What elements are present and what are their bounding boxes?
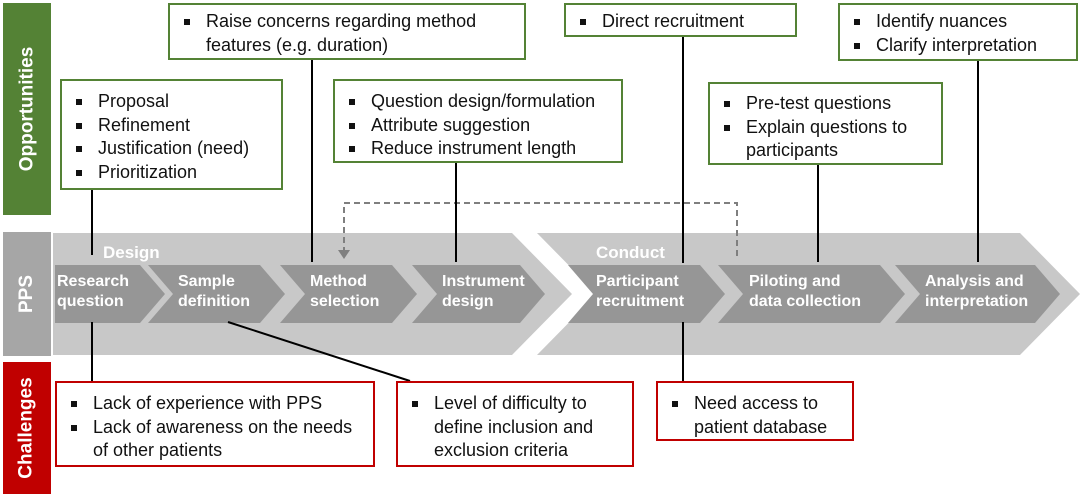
- bullet-item: Proposal: [70, 90, 273, 114]
- opportunities-label-bar: Opportunities: [3, 3, 51, 215]
- bullet-item: Prioritization: [70, 161, 273, 185]
- step-chevron-sample: [148, 265, 285, 323]
- opportunity-box-method: Raise concerns regarding method features…: [168, 3, 526, 60]
- opportunity-box-piloting: Pre-test questions Explain questions to …: [708, 82, 943, 165]
- step-chevron-method: [280, 265, 417, 323]
- bullet-item: Reduce instrument length: [343, 137, 613, 161]
- bullet-item: Question design/formulation: [343, 90, 613, 114]
- bullet-item: Lack of experience with PPS: [65, 392, 365, 416]
- bullet-item: Identify nuances: [848, 10, 1068, 34]
- opportunity-box-analysis: Identify nuances Clarify interpretation: [838, 3, 1078, 61]
- step-chevron-instrument: [412, 265, 545, 323]
- bullet-item: Raise concerns regarding method features…: [178, 10, 516, 57]
- opportunity-box-recruitment: Direct recruitment: [564, 3, 797, 37]
- phase-label-design: Design: [103, 243, 160, 262]
- bullet-item: Clarify interpretation: [848, 34, 1068, 58]
- bullet-item: Attribute suggestion: [343, 114, 613, 138]
- challenge-box-recruitment: Need access to patient database: [656, 381, 854, 441]
- opportunity-box-instrument: Question design/formulation Attribute su…: [333, 79, 623, 163]
- bullet-item: Direct recruitment: [574, 10, 787, 34]
- phase-label-conduct: Conduct: [596, 243, 665, 262]
- challenges-label-bar: Challenges: [3, 362, 51, 494]
- step-chevron-participant: [568, 265, 725, 323]
- bullet-item: Level of difficulty to define inclusion …: [406, 392, 624, 463]
- opportunity-box-research: Proposal Refinement Justification (need)…: [60, 79, 283, 190]
- challenge-box-research: Lack of experience with PPS Lack of awar…: [55, 381, 375, 467]
- connector-line: [227, 321, 411, 382]
- bullet-item: Justification (need): [70, 137, 273, 161]
- feedback-dashed-arrow: [343, 202, 738, 256]
- step-chevron-piloting: [718, 265, 905, 323]
- bullet-item: Explain questions to participants: [718, 116, 933, 163]
- bullet-item: Pre-test questions: [718, 92, 933, 116]
- bullet-item: Refinement: [70, 114, 273, 138]
- feedback-arrow-head: [338, 250, 350, 259]
- step-chevron-analysis: [895, 265, 1060, 323]
- pps-label-bar: PPS: [3, 232, 51, 356]
- bullet-item: Lack of awareness on the needs of other …: [65, 416, 365, 463]
- bullet-item: Need access to patient database: [666, 392, 844, 439]
- step-chevron-research: [55, 265, 165, 323]
- challenge-box-sample: Level of difficulty to define inclusion …: [396, 381, 634, 467]
